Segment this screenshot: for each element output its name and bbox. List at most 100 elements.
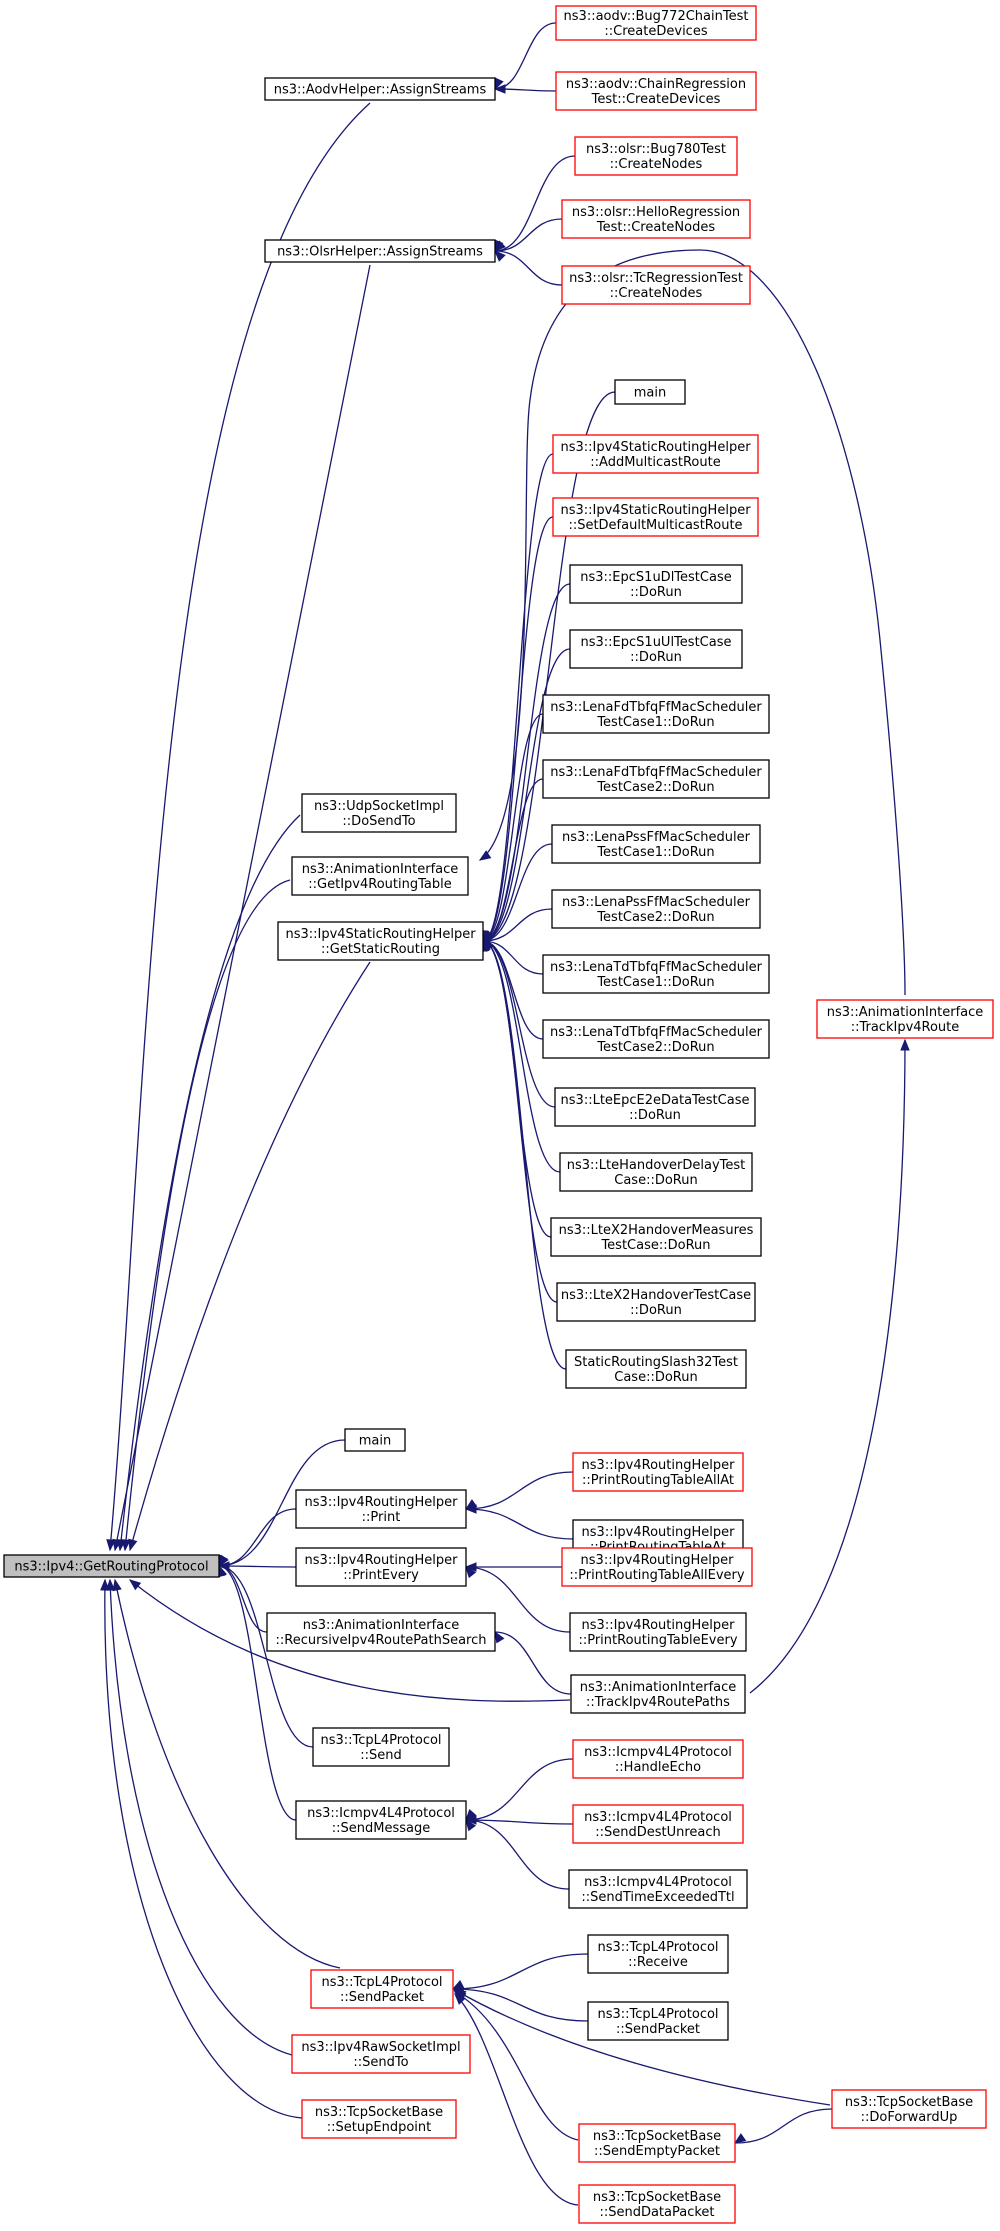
node-lena_pss1[interactable]: ns3::LenaPssFfMacSchedulerTestCase1::DoR… [551, 824, 761, 864]
node-lte_x2_handover[interactable]: ns3::LteX2HandoverTestCase::DoRun [556, 1282, 756, 1322]
node-box [572, 1452, 744, 1492]
node-label: Case::DoRun [614, 1370, 697, 1385]
node-label: ns3::TcpL4Protocol [321, 1975, 442, 1990]
call-edge-tcp_setup-to-root [100, 1578, 303, 2119]
node-label: ns3::olsr::TcRegressionTest [569, 271, 743, 286]
node-rh_print_every[interactable]: ns3::Ipv4RoutingHelper::PrintEvery [295, 1547, 467, 1587]
node-olsr_hello[interactable]: ns3::olsr::HelloRegressionTest::CreateNo… [561, 199, 751, 239]
node-label: ::DoForwardUp [861, 2110, 958, 2125]
node-get_static[interactable]: ns3::Ipv4StaticRoutingHelper::GetStaticR… [277, 921, 484, 961]
edge-line [218, 1565, 268, 1633]
node-aodv_assign[interactable]: ns3::AodvHelper::AssignStreams [264, 77, 496, 101]
edge-line [452, 1953, 589, 1990]
node-add_mcast[interactable]: ns3::Ipv4StaticRoutingHelper::AddMultica… [552, 434, 759, 474]
node-lena_fd2[interactable]: ns3::LenaFdTbfqFfMacSchedulerTestCase2::… [542, 759, 770, 799]
node-box [568, 1869, 748, 1909]
node-aodv_bug772[interactable]: ns3::aodv::Bug772ChainTest::CreateDevice… [555, 5, 757, 41]
node-tcp_do_forward[interactable]: ns3::TcpSocketBase::DoForwardUp [831, 2089, 987, 2129]
node-label: ::SendMessage [332, 1821, 430, 1836]
node-label: ns3::LenaFdTbfqFfMacScheduler [550, 765, 762, 780]
node-tcp_data[interactable]: ns3::TcpSocketBase::SendDataPacket [578, 2184, 736, 2224]
node-label: ns3::Ipv4StaticRoutingHelper [285, 927, 476, 942]
edge-line [482, 940, 558, 1303]
node-lte_epc_e2e[interactable]: ns3::LteEpcE2eDataTestCase::DoRun [554, 1087, 756, 1127]
node-tcp_setup[interactable]: ns3::TcpSocketBase::SetupEndpoint [301, 2099, 457, 2139]
node-icmp_ttl[interactable]: ns3::Icmpv4L4Protocol::SendTimeExceededT… [568, 1869, 748, 1909]
call-edge-print_all_at-to-rh_print [464, 1471, 574, 1510]
node-anim_get_table[interactable]: ns3::AnimationInterface::GetIpv4RoutingT… [291, 856, 469, 896]
call-edge-rh_print-to-root [218, 1508, 297, 1568]
edge-line [482, 940, 561, 1173]
node-print_every_tbl[interactable]: ns3::Ipv4RoutingHelper::PrintRoutingTabl… [569, 1612, 747, 1652]
node-tcp_send[interactable]: ns3::TcpL4Protocol::Send [312, 1727, 450, 1767]
node-icmp_unreach[interactable]: ns3::Icmpv4L4Protocol::SendDestUnreach [572, 1804, 744, 1844]
node-label: ns3::Icmpv4L4Protocol [307, 1806, 455, 1821]
node-label: main [359, 1434, 391, 1449]
call-edge-aodv_bug772-to-aodv_assign [494, 22, 557, 91]
node-box [831, 2089, 987, 2129]
node-label: ::TrackIpv4RoutePaths [586, 1695, 730, 1710]
node-box [570, 1674, 746, 1714]
node-root[interactable]: ns3::Ipv4::GetRoutingProtocol [3, 1554, 220, 1578]
node-box [3, 1554, 220, 1578]
edge-line [114, 264, 371, 1551]
node-icmp_echo[interactable]: ns3::Icmpv4L4Protocol::HandleEcho [572, 1739, 744, 1779]
node-lte_x2_measures[interactable]: ns3::LteX2HandoverMeasuresTestCase::DoRu… [550, 1217, 762, 1257]
node-tcp_send_packet[interactable]: ns3::TcpL4Protocol::SendPacket [310, 1969, 454, 2009]
node-label: ns3::AnimationInterface [303, 1618, 460, 1633]
node-label: ns3::EpcS1uUlTestCase [581, 635, 732, 650]
node-tcp_empty[interactable]: ns3::TcpSocketBase::SendEmptyPacket [578, 2123, 736, 2163]
node-print_all_every[interactable]: ns3::Ipv4RoutingHelper::PrintRoutingTabl… [561, 1547, 753, 1587]
node-track_paths[interactable]: ns3::AnimationInterface::TrackIpv4RouteP… [570, 1674, 746, 1714]
edge-line [482, 940, 544, 1040]
edge-line [494, 218, 563, 252]
node-box [556, 1282, 756, 1322]
call-edge-track_paths-to-root [128, 1579, 571, 1702]
node-box [310, 1969, 454, 2009]
node-olsr_tc[interactable]: ns3::olsr::TcRegressionTest::CreateNodes [561, 265, 751, 305]
node-udp_send[interactable]: ns3::UdpSocketImpl::DoSendTo [301, 793, 457, 833]
node-label: ns3::AnimationInterface [302, 862, 459, 877]
node-lena_td2[interactable]: ns3::LenaTdTbfqFfMacSchedulerTestCase2::… [542, 1019, 770, 1059]
node-box [550, 1217, 762, 1257]
node-label: TestCase1::DoRun [596, 845, 714, 860]
node-anim_recursive[interactable]: ns3::AnimationInterface::RecursiveIpv4Ro… [266, 1612, 496, 1652]
node-lena_pss2[interactable]: ns3::LenaPssFfMacSchedulerTestCase2::DoR… [551, 889, 761, 929]
node-label: ns3::LenaPssFfMacScheduler [562, 895, 751, 910]
node-box [295, 1489, 467, 1529]
node-box [555, 5, 757, 41]
edge-line [482, 940, 544, 975]
node-tcp_receive[interactable]: ns3::TcpL4Protocol::Receive [587, 1934, 729, 1974]
call-edge-aodv_chain-to-aodv_assign [493, 84, 557, 94]
node-box [552, 434, 759, 474]
node-box [295, 1547, 467, 1587]
node-box [264, 239, 496, 263]
node-tcp_send_packet2[interactable]: ns3::TcpL4Protocol::SendPacket [587, 2001, 729, 2041]
node-rh_print[interactable]: ns3::Ipv4RoutingHelper::Print [295, 1489, 467, 1529]
arrowhead [494, 240, 506, 252]
node-lena_fd1[interactable]: ns3::LenaFdTbfqFfMacSchedulerTestCase1::… [542, 694, 770, 734]
node-icmp_send_msg[interactable]: ns3::Icmpv4L4Protocol::SendMessage [295, 1800, 467, 1840]
node-track_route[interactable]: ns3::AnimationInterface::TrackIpv4Route [816, 999, 994, 1039]
node-raw_send[interactable]: ns3::Ipv4RawSocketImpl::SendTo [291, 2034, 471, 2074]
call-edge-icmp_ttl-to-icmp_send_msg [465, 1818, 570, 1890]
arrowhead [451, 1979, 465, 1990]
node-label: ns3::OlsrHelper::AssignStreams [277, 245, 483, 260]
node-main_mid[interactable]: main [344, 1428, 406, 1452]
node-label: ns3::Ipv4RoutingHelper [581, 1553, 735, 1568]
node-lena_td1[interactable]: ns3::LenaTdTbfqFfMacSchedulerTestCase1::… [542, 954, 770, 994]
node-main_top[interactable]: main [614, 379, 686, 405]
node-epc_dl[interactable]: ns3::EpcS1uDlTestCase::DoRun [569, 564, 743, 604]
call-edge-icmp_echo-to-icmp_send_msg [465, 1758, 574, 1822]
node-epc_ul[interactable]: ns3::EpcS1uUlTestCase::DoRun [569, 629, 743, 669]
node-print_all_at[interactable]: ns3::Ipv4RoutingHelper::PrintRoutingTabl… [572, 1452, 744, 1492]
edge-line [482, 391, 616, 942]
edge-line [218, 1565, 297, 1568]
node-aodv_chain[interactable]: ns3::aodv::ChainRegressionTest::CreateDe… [555, 71, 757, 111]
node-olsr_bug780[interactable]: ns3::olsr::Bug780Test::CreateNodes [574, 136, 738, 176]
node-set_default_mcast[interactable]: ns3::Ipv4StaticRoutingHelper::SetDefault… [552, 497, 759, 537]
node-olsr_assign[interactable]: ns3::OlsrHelper::AssignStreams [264, 239, 496, 263]
node-box [565, 1349, 747, 1389]
